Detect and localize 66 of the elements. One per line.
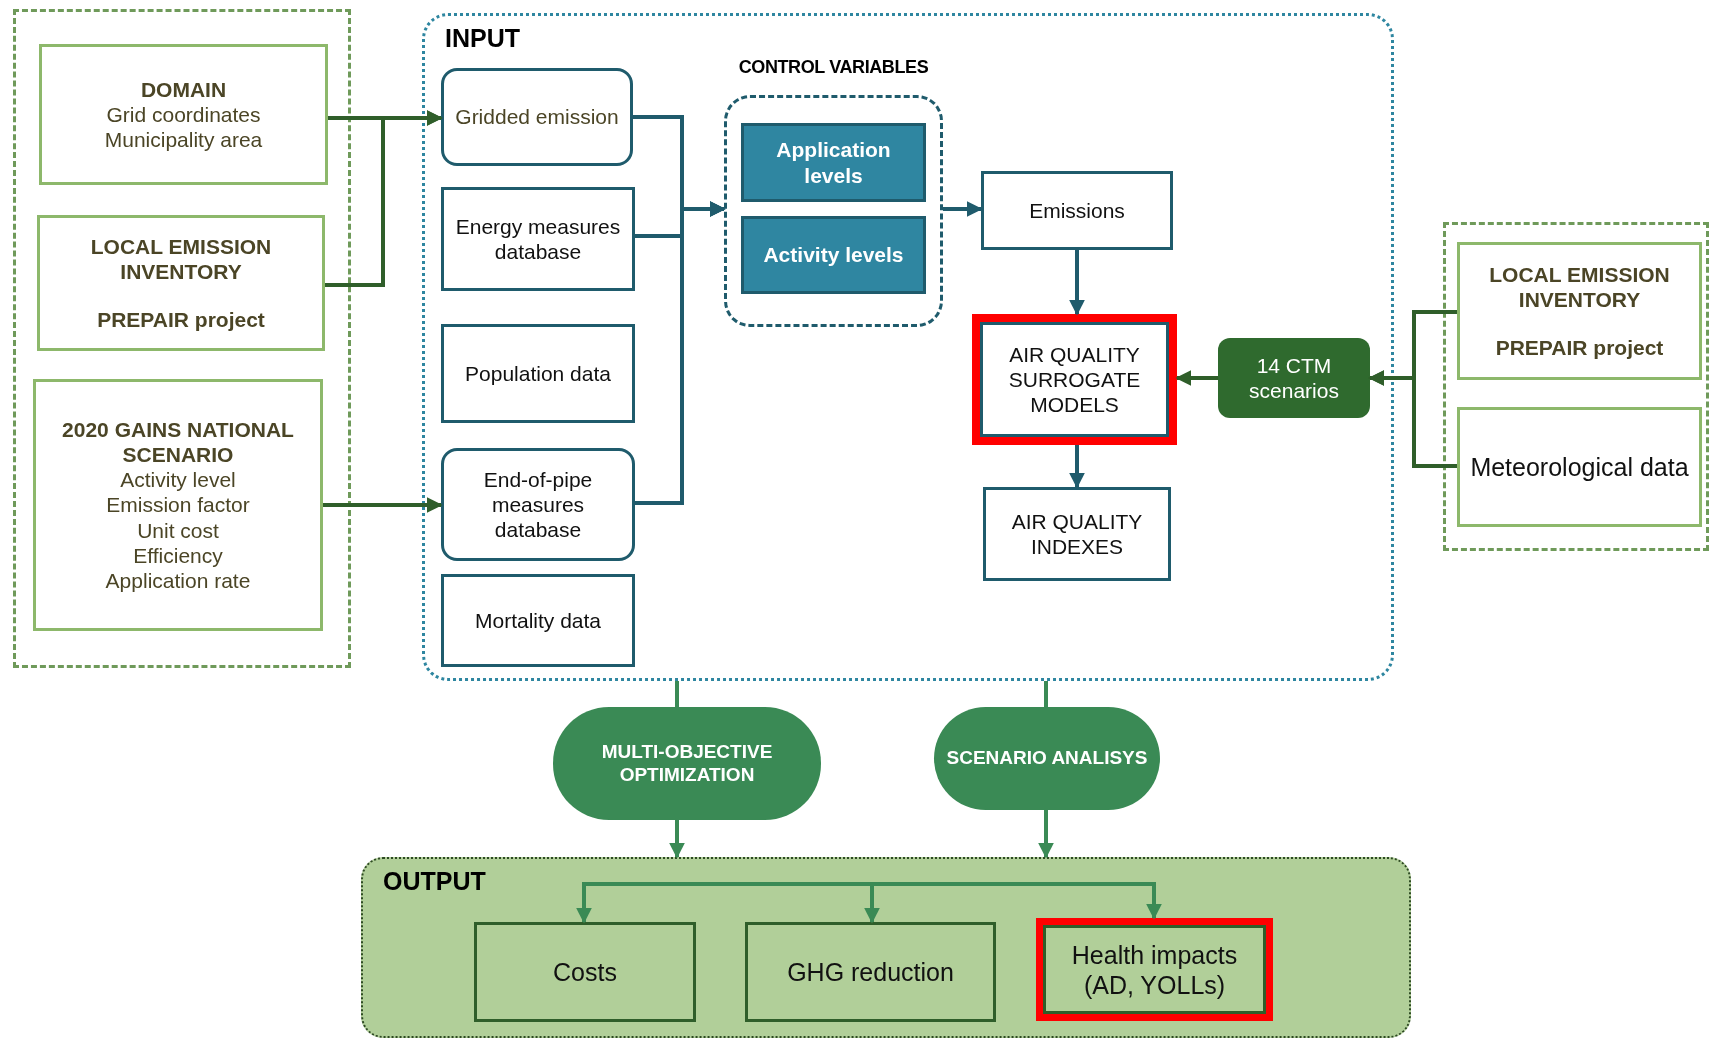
box-label: MULTI-OBJECTIVE OPTIMIZATION [600, 740, 774, 787]
box-heading: LOCAL EMISSION INVENTORY [1488, 262, 1671, 313]
arrow [1069, 250, 1085, 316]
box-label: PREPAIR project [1495, 334, 1664, 360]
data-box [441, 187, 635, 291]
box-label: 14 CTM scenarios [1248, 352, 1340, 404]
arrow [669, 820, 685, 859]
dashed-group [13, 9, 351, 668]
output-panel [361, 857, 1411, 1038]
box-label: PREPAIR project [97, 306, 265, 332]
input-box [39, 44, 328, 185]
process-box [981, 171, 1173, 250]
box-heading: LOCAL EMISSION INVENTORY [89, 234, 273, 285]
output-box [745, 922, 996, 1022]
arrow [635, 201, 726, 505]
arrow [1069, 445, 1085, 489]
arrow [872, 882, 1162, 920]
variable-box [741, 123, 926, 202]
box-label: Application levels [775, 137, 892, 188]
variable-box [741, 216, 926, 294]
arrow [1038, 810, 1054, 859]
input-box [37, 215, 325, 351]
box-label: Gridded emission [455, 104, 619, 130]
list-item: Emission factor [106, 492, 250, 518]
list-item: Activity level [120, 467, 236, 493]
model-box [972, 314, 1177, 445]
box-heading: 2020 GAINS NATIONAL SCENARIO [61, 416, 295, 468]
list-item: Municipality area [104, 127, 263, 153]
box-label: End-of-pipe measures database [482, 466, 594, 543]
box-label: Health impacts (AD, YOLLs) [1070, 939, 1239, 1000]
box-label: AIR QUALITY INDEXES [1010, 508, 1144, 560]
process-box [983, 487, 1171, 581]
output-box [474, 922, 696, 1022]
data-box [441, 324, 635, 423]
box-label: SCENARIO ANALISYS [946, 747, 1148, 770]
panel-heading: INPUT [445, 24, 520, 53]
panel-heading: OUTPUT [383, 867, 486, 896]
list-item: Grid coordinates [106, 101, 261, 128]
box-label: Costs [553, 957, 617, 987]
box-label: AIR QUALITY SURROGATE MODELS [1007, 341, 1142, 418]
dashed-group [1443, 222, 1709, 551]
box-label: Meteorological data [1470, 452, 1689, 482]
input-box [1457, 242, 1702, 380]
output-box [1036, 918, 1273, 1021]
box-label: Energy measures database [454, 213, 622, 265]
box-label: Emissions [1029, 197, 1125, 224]
arrow [323, 497, 443, 513]
list-item: Application rate [105, 567, 251, 594]
scenario-box [1218, 338, 1370, 418]
input-panel [422, 13, 1394, 681]
input-box [33, 379, 323, 631]
list-item: Efficiency [133, 542, 223, 568]
data-box [441, 68, 633, 166]
list-item: Unit cost [137, 517, 219, 543]
data-box [441, 574, 635, 667]
input-box [1457, 407, 1702, 527]
box-heading: DOMAIN [140, 76, 227, 102]
box-label: Population data [465, 360, 611, 387]
panel-heading: CONTROL VARIABLES [738, 57, 929, 78]
data-box [441, 448, 635, 561]
arrow [943, 201, 983, 217]
box-label: Activity levels [763, 242, 904, 268]
arrow [325, 110, 443, 287]
arrow [1175, 370, 1218, 386]
box-label: Mortality data [474, 607, 602, 634]
box-label: GHG reduction [787, 957, 954, 987]
